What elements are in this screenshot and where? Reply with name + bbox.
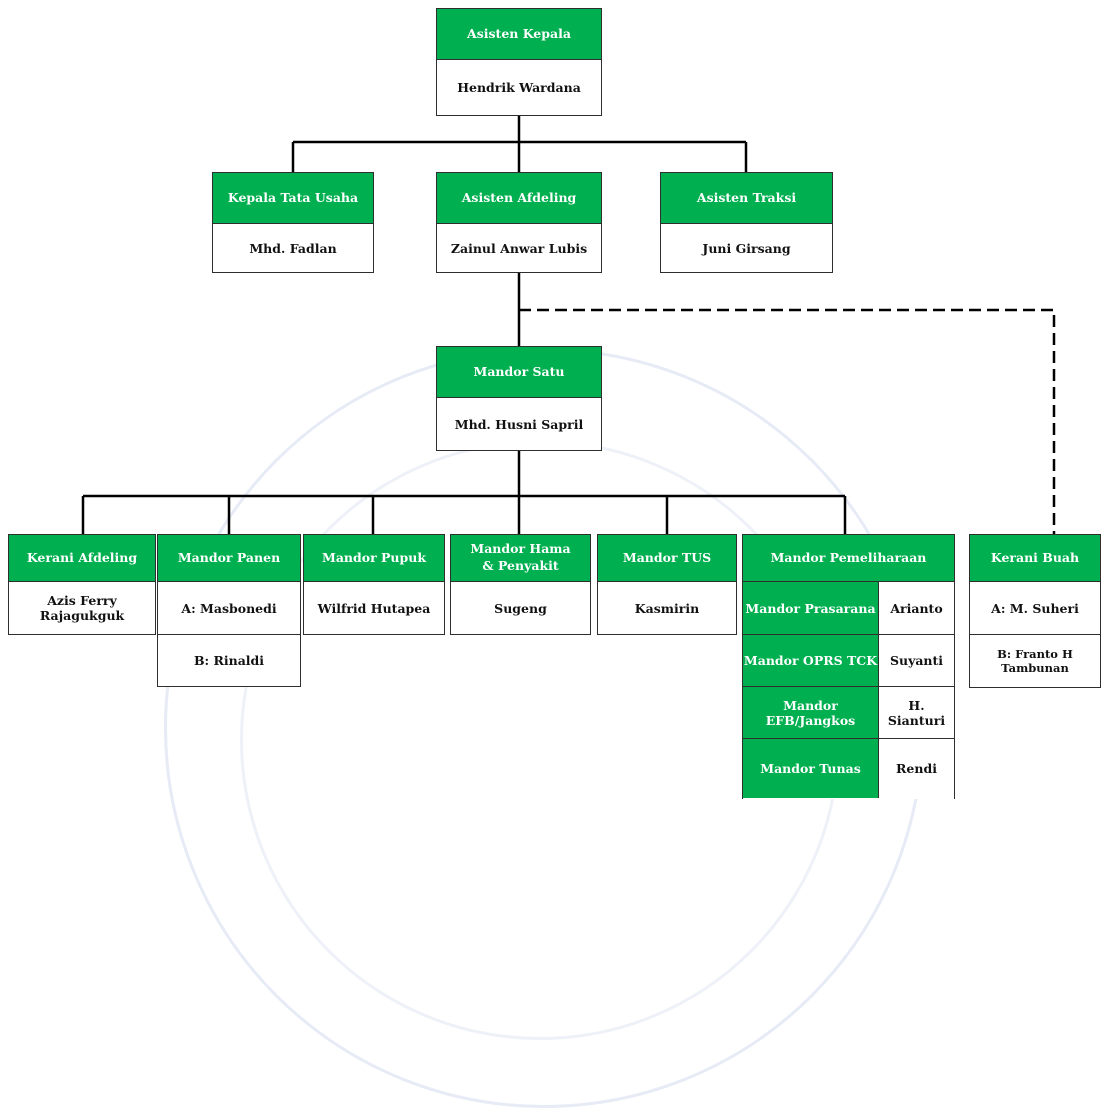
- node-name-a: A: M. Suheri: [991, 600, 1079, 616]
- subrole-name: H. Sianturi: [887, 697, 946, 728]
- subrole-row: Mandor Tunas Rendi: [743, 738, 954, 798]
- node-asisten-kepala: Asisten Kepala Hendrik Wardana: [436, 8, 602, 116]
- subrole-label: Mandor Prasarana: [743, 582, 879, 634]
- subrole-label: Mandor OPRS TCK: [743, 635, 879, 686]
- node-title: Asisten Kepala: [437, 9, 601, 60]
- subrole-name: Rendi: [896, 761, 937, 776]
- subrole-label: Mandor Tunas: [743, 739, 879, 798]
- node-title: Asisten Traksi: [661, 173, 832, 224]
- subrole-row: Mandor EFB/Jangkos H. Sianturi: [743, 686, 954, 738]
- node-name-b: B: Franto H Tambunan: [970, 634, 1100, 686]
- node-name: Mhd. Husni Sapril: [454, 416, 584, 432]
- node-asisten-traksi: Asisten Traksi Juni Girsang: [660, 172, 833, 273]
- node-name: Kasmirin: [634, 600, 700, 616]
- subrole-row: Mandor OPRS TCK Suyanti: [743, 634, 954, 686]
- node-name: Zainul Anwar Lubis: [450, 240, 588, 256]
- node-title: Asisten Afdeling: [437, 173, 601, 224]
- node-mandor-hama-penyakit: Mandor Hama & Penyakit Sugeng: [450, 534, 591, 635]
- node-kerani-afdeling: Kerani Afdeling Azis Ferry Rajagukguk: [8, 534, 156, 635]
- node-name: Sugeng: [494, 600, 547, 616]
- node-title: Mandor Pemeliharaan: [743, 535, 954, 582]
- node-name: Azis Ferry Rajagukguk: [39, 593, 125, 623]
- node-name: Juni Girsang: [702, 240, 791, 256]
- node-title: Kerani Afdeling: [9, 535, 155, 582]
- node-mandor-satu: Mandor Satu Mhd. Husni Sapril: [436, 346, 602, 451]
- node-mandor-pemeliharaan: Mandor Pemeliharaan Mandor Prasarana Ari…: [742, 534, 955, 799]
- node-name: Wilfrid Hutapea: [317, 600, 431, 616]
- connector-lines: [81, 116, 1056, 534]
- node-title: Mandor Panen: [158, 535, 300, 582]
- node-title: Mandor TUS: [598, 535, 736, 582]
- subrole-row: Mandor Prasarana Arianto: [743, 582, 954, 634]
- node-name: Hendrik Wardana: [457, 80, 581, 95]
- node-title: Kerani Buah: [970, 535, 1100, 582]
- node-kerani-buah: Kerani Buah A: M. Suheri B: Franto H Tam…: [969, 534, 1101, 688]
- node-mandor-tus: Mandor TUS Kasmirin: [597, 534, 737, 635]
- dashed-connector-kerani-buah: [519, 308, 1056, 534]
- subrole-name: Arianto: [890, 600, 943, 616]
- node-title: Kepala Tata Usaha: [213, 173, 373, 224]
- node-mandor-panen: Mandor Panen A: Masbonedi B: Rinaldi: [157, 534, 301, 687]
- node-mandor-pupuk: Mandor Pupuk Wilfrid Hutapea: [303, 534, 445, 635]
- node-name-a: A: Masbonedi: [181, 600, 277, 616]
- node-asisten-afdeling: Asisten Afdeling Zainul Anwar Lubis: [436, 172, 602, 273]
- subrole-name: Suyanti: [889, 653, 944, 668]
- node-name-b: B: Rinaldi: [158, 634, 300, 686]
- subrole-label: Mandor EFB/Jangkos: [743, 687, 879, 738]
- node-name: Mhd. Fadlan: [249, 240, 337, 256]
- node-kepala-tata-usaha: Kepala Tata Usaha Mhd. Fadlan: [212, 172, 374, 273]
- node-title: Mandor Satu: [437, 347, 601, 398]
- node-title: Mandor Hama & Penyakit: [451, 535, 590, 582]
- node-title: Mandor Pupuk: [304, 535, 444, 582]
